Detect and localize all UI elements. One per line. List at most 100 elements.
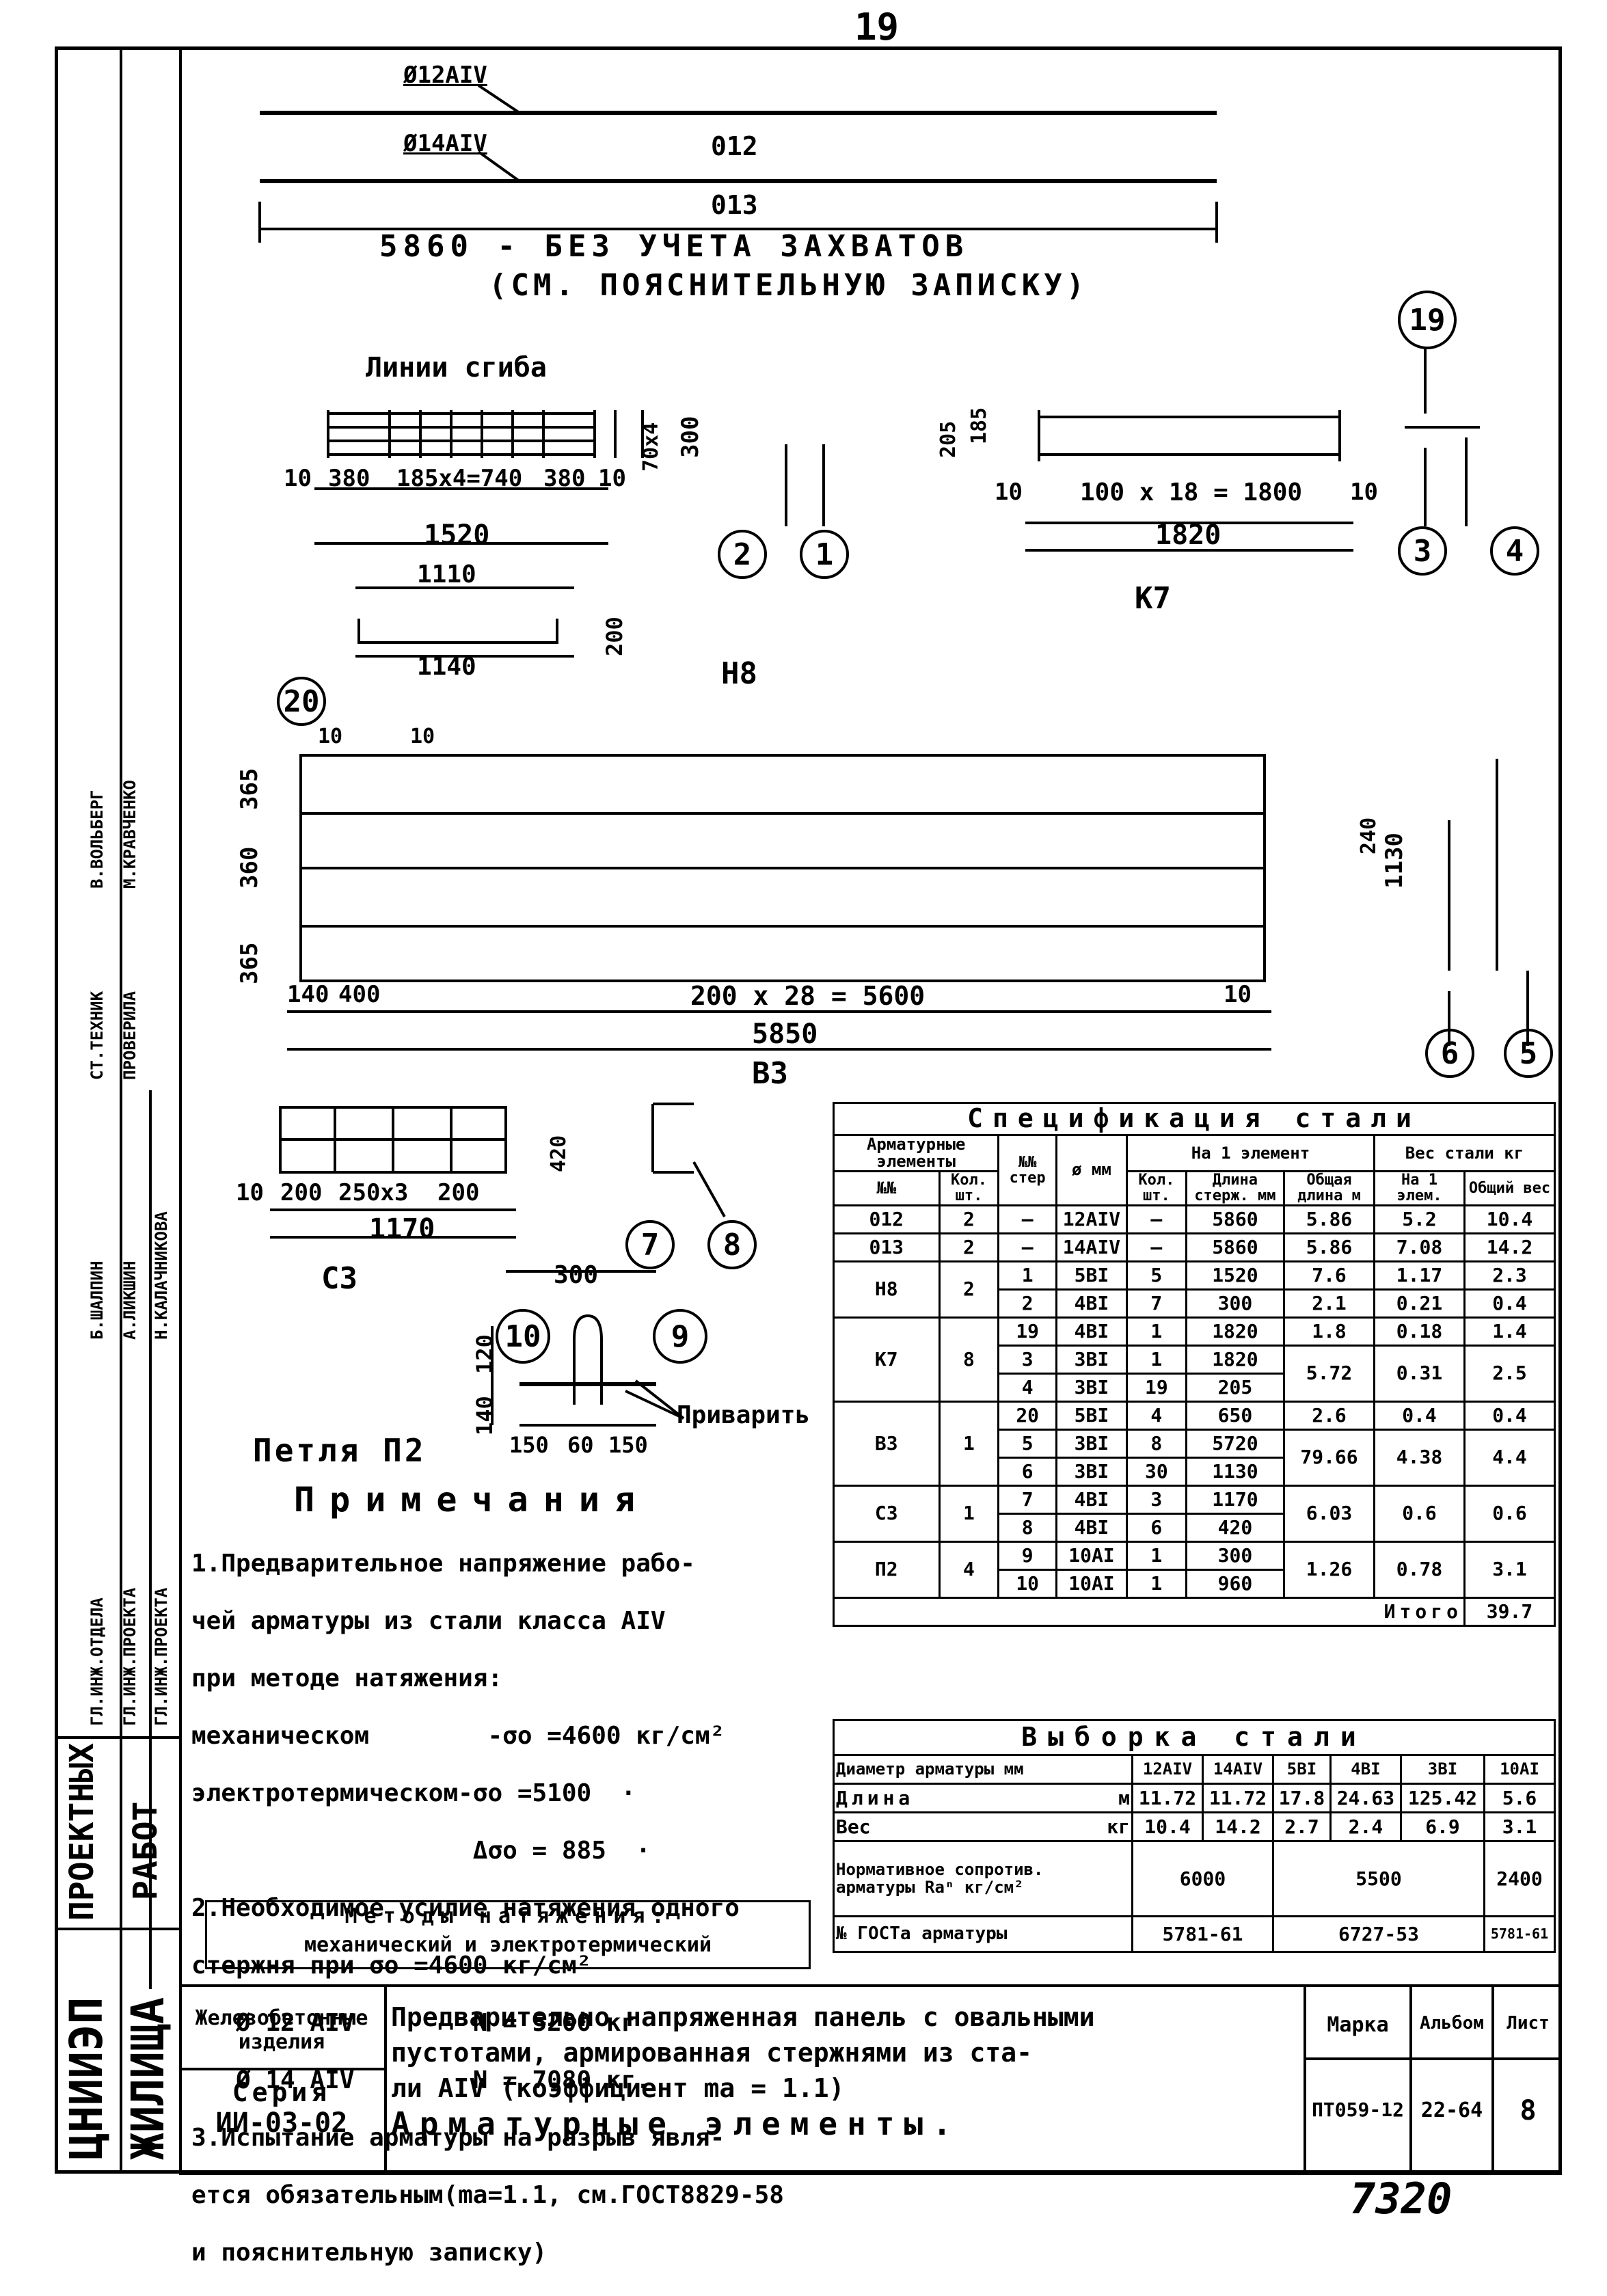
spec-h-nn: №№ — [833, 1170, 941, 1206]
b3-bottom-dim-3: 10 — [1224, 981, 1252, 1008]
spec-no: — — [997, 1232, 1057, 1262]
spec-w1: 0.4 — [1373, 1400, 1466, 1431]
p2-bottom-dim-0: 150 — [509, 1432, 549, 1458]
spec-h-w1: На 1 элем. — [1373, 1170, 1466, 1206]
b3-top-dim-1: 10 — [410, 725, 435, 748]
side-stamp-border — [120, 46, 122, 2174]
spec-tot: 2.6 — [1283, 1400, 1375, 1431]
tb-sep4 — [1304, 2057, 1562, 2060]
tb-mark-label: Марка — [1327, 2013, 1389, 2037]
bar-14-label: Ø14AIV — [403, 130, 487, 157]
note-line: Ø 14 AIV N = 7080 кг. — [191, 2066, 651, 2094]
spec-no: 2 — [997, 1288, 1057, 1319]
spec-qty: 2 — [938, 1204, 1000, 1234]
spec-d: 12AIV — [1055, 1204, 1128, 1234]
spec-len: 960 — [1185, 1568, 1286, 1599]
spec-qty: 2 — [938, 1232, 1000, 1262]
sel-length: 11.72 — [1202, 1783, 1274, 1813]
spec-qty: 1 — [938, 1484, 1000, 1543]
spec-len: 300 — [1185, 1540, 1286, 1571]
spec-h-barlen: Длина стерж. мм — [1185, 1170, 1286, 1206]
spec-total-label: Итого — [833, 1596, 1466, 1627]
note-line: 2.Необходимое усилие натяжения одного — [191, 1894, 740, 1922]
spec-h-per-element: На 1 элемент — [1125, 1133, 1376, 1173]
spec-wt: 10.4 — [1463, 1204, 1556, 1234]
side-stamp-border-2 — [179, 46, 182, 2174]
c3-right-dim-2: 420 — [547, 1135, 571, 1172]
b3-bottom-dim-1: 400 — [338, 981, 381, 1008]
sel-weight: 10.4 — [1131, 1811, 1204, 1842]
spec-total-value: 39.7 — [1463, 1596, 1556, 1627]
selection-title: Выборка стали — [833, 1719, 1556, 1756]
spec-tot: 6.03 — [1283, 1484, 1375, 1543]
spec-len: 1820 — [1185, 1316, 1286, 1347]
spec-mark: В3 — [833, 1400, 941, 1487]
side-stamp-sep1 — [55, 1736, 179, 1739]
sel-weight: 2.4 — [1329, 1811, 1402, 1842]
p2-bottom-dim-2: 150 — [608, 1432, 648, 1458]
sel-weight: 3.1 — [1483, 1811, 1556, 1842]
spec-no: 4 — [997, 1372, 1057, 1403]
spec-no: 20 — [997, 1400, 1057, 1431]
h8-top-dim: 1110 — [417, 561, 476, 589]
b3-left-dim-3: 365 — [236, 768, 263, 810]
h8-name: Н8 — [721, 656, 757, 691]
sel-length: 11.72 — [1131, 1783, 1204, 1813]
tb-sheet-label: Лист — [1507, 2013, 1550, 2034]
drawing-frame — [55, 46, 1562, 2174]
spec-d: 5ВI — [1055, 1260, 1128, 1291]
sel-diam: 5ВI — [1272, 1754, 1332, 1785]
spec-wt: 2.3 — [1463, 1260, 1556, 1291]
sel-length: 125.42 — [1399, 1783, 1485, 1813]
k7-left-dim-0: 205 — [936, 420, 960, 458]
tb-product-cell: Железобетонные изделия Серия ИИ-03-02 — [179, 1986, 387, 2174]
tb-series-label: Серия — [232, 2077, 332, 2107]
spec-len: 1520 — [1185, 1260, 1286, 1291]
tb-sheet-value: 8 — [1520, 2095, 1537, 2126]
spec-w1: 0.21 — [1373, 1288, 1466, 1319]
tb-product-line2: изделия — [238, 2030, 325, 2054]
k7-circle-4: 4 — [1490, 526, 1539, 576]
bar-012-mark: 012 — [711, 131, 758, 161]
spec-n: 6 — [1125, 1512, 1187, 1543]
tb-product-line1: Железобетонные — [195, 2006, 368, 2030]
spec-w1: 0.78 — [1373, 1540, 1466, 1599]
c3-dim-2: 250x3 — [338, 1179, 409, 1206]
side-stamp-inner — [149, 1090, 152, 1989]
k7-left-dim-2: 185 — [967, 407, 991, 444]
spec-mark: 013 — [833, 1232, 941, 1262]
b3-circle-6: 6 — [1425, 1029, 1474, 1078]
spec-no: 19 — [997, 1316, 1057, 1347]
spec-n: — — [1125, 1204, 1187, 1234]
note-line: механическом -σо =4600 кг/см² — [191, 1722, 725, 1750]
c3-total: 1170 — [369, 1213, 435, 1245]
p2-left-dim-1: 120 — [472, 1334, 498, 1374]
p2-name: Петля П2 — [253, 1432, 427, 1469]
spec-w1: 5.2 — [1373, 1204, 1466, 1234]
sel-diam: 14AIV — [1202, 1754, 1274, 1785]
spec-d: 3ВI — [1055, 1428, 1128, 1459]
c3-circle-8: 8 — [707, 1220, 757, 1269]
spec-n: 1 — [1125, 1540, 1187, 1571]
sel-length: 17.8 — [1272, 1783, 1332, 1813]
spec-w1: 1.17 — [1373, 1260, 1466, 1291]
spec-tot: 5.72 — [1283, 1344, 1375, 1403]
spec-wt: 0.6 — [1463, 1484, 1556, 1543]
p2-top-dim: 300 — [554, 1261, 599, 1289]
sel-length-unit: м — [1118, 1786, 1130, 1809]
spec-len: 650 — [1185, 1400, 1286, 1431]
spec-wt: 0.4 — [1463, 1288, 1556, 1319]
h8-dim-0: 10 — [284, 465, 312, 492]
spec-d: 3ВI — [1055, 1456, 1128, 1487]
spec-no: 9 — [997, 1540, 1057, 1571]
sel-length-text: Длина — [836, 1786, 915, 1809]
spec-no: 3 — [997, 1344, 1057, 1375]
spec-n: 8 — [1125, 1428, 1187, 1459]
k7-total: 1820 — [1155, 519, 1221, 551]
spec-n: 19 — [1125, 1372, 1187, 1403]
note-line: электротермическом-σо =5100 · — [191, 1779, 636, 1807]
spec-w1: 0.6 — [1373, 1484, 1466, 1543]
tb-album-value: 22-64 — [1420, 2098, 1483, 2122]
spec-d: 5ВI — [1055, 1400, 1128, 1431]
